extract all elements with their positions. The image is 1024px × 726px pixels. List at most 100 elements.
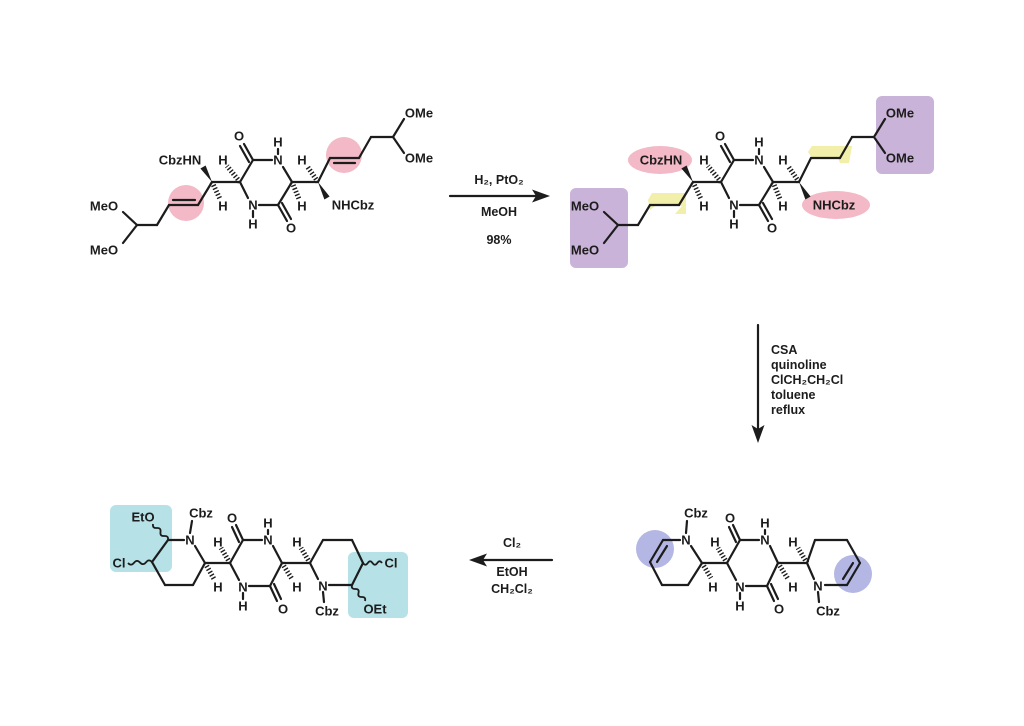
methoxy-label: OMe bbox=[886, 106, 914, 121]
nitrogen-label: N bbox=[318, 579, 327, 594]
methoxy-label: OMe bbox=[405, 151, 433, 166]
condition-label: reflux bbox=[771, 403, 805, 417]
nitrogen-label: N bbox=[813, 579, 822, 594]
hydrogen-label: H bbox=[729, 217, 738, 232]
carbamate-label: NHCbz bbox=[813, 198, 856, 213]
oxygen-label: O bbox=[227, 511, 237, 526]
hydrogen-label: H bbox=[297, 199, 306, 214]
hydrogen-label: H bbox=[263, 516, 272, 531]
enamine-highlight-left bbox=[636, 530, 674, 568]
chlorine-label: Cl bbox=[113, 556, 126, 571]
arrowhead-icon bbox=[532, 189, 550, 203]
methoxy-label: OMe bbox=[405, 106, 433, 121]
cbz-label: Cbz bbox=[315, 604, 339, 619]
condition-label: CSA bbox=[771, 343, 797, 357]
nitrogen-label: N bbox=[681, 533, 690, 548]
molecule-starting-diene: CbzHN H H O N H H H N H O NHCbz MeO MeO … bbox=[90, 106, 433, 258]
bonds bbox=[121, 117, 406, 245]
hydrogen-label: H bbox=[754, 135, 763, 150]
hydrogen-label: H bbox=[735, 599, 744, 614]
carbamate-label: CbzHN bbox=[159, 153, 202, 168]
hydrogen-label: H bbox=[218, 199, 227, 214]
nitrogen-label: N bbox=[238, 580, 247, 595]
wavy-bond bbox=[127, 559, 153, 566]
chloroether-highlight-right bbox=[348, 552, 408, 618]
oxygen-label: O bbox=[715, 129, 725, 144]
hydrogen-label: H bbox=[297, 153, 306, 168]
condition-label: toluene bbox=[771, 388, 815, 402]
methoxy-label: MeO bbox=[90, 243, 118, 258]
reagent-label: Cl₂ bbox=[503, 536, 521, 550]
wavy-bond bbox=[152, 523, 169, 541]
ethoxy-label: EtO bbox=[131, 510, 154, 525]
hydrogen-label: H bbox=[699, 153, 708, 168]
solvent-label: CH₂Cl₂ bbox=[491, 582, 533, 596]
cbz-label: Cbz bbox=[189, 506, 213, 521]
hydrogen-label: H bbox=[778, 199, 787, 214]
oxygen-label: O bbox=[725, 511, 735, 526]
nitrogen-label: N bbox=[263, 533, 272, 548]
bonds bbox=[602, 117, 887, 245]
arrowhead-icon bbox=[469, 553, 487, 567]
molecule-bis-acetal: CbzHN H H O N H H H N H O NHCbz MeO MeO … bbox=[571, 106, 914, 258]
acetal-highlight-left bbox=[570, 188, 628, 268]
ethoxy-label: OEt bbox=[363, 602, 387, 617]
nitrogen-label: N bbox=[273, 153, 282, 168]
carbamate-label: NHCbz bbox=[332, 198, 375, 213]
hydrogen-label: H bbox=[273, 135, 282, 150]
reagents-label: H₂, PtO₂ bbox=[474, 173, 523, 187]
acetal-highlight-right bbox=[876, 96, 934, 174]
yield-label: 98% bbox=[486, 233, 511, 247]
reaction-arrow-hydrogenation: H₂, PtO₂ MeOH 98% bbox=[448, 173, 550, 247]
methoxy-label: MeO bbox=[90, 199, 118, 214]
hydrogen-label: H bbox=[710, 535, 719, 550]
oxygen-label: O bbox=[774, 602, 784, 617]
hydrogen-label: H bbox=[788, 535, 797, 550]
hydrogen-label: H bbox=[708, 580, 717, 595]
hydrogen-label: H bbox=[213, 580, 222, 595]
hydrogen-label: H bbox=[213, 535, 222, 550]
oxygen-label: O bbox=[286, 221, 296, 236]
wavy-bond bbox=[362, 560, 383, 566]
highlights bbox=[110, 96, 934, 618]
cbz-label: Cbz bbox=[684, 506, 708, 521]
reaction-arrow-chlorination: Cl₂ EtOH CH₂Cl₂ bbox=[469, 536, 554, 596]
bonds bbox=[127, 519, 383, 604]
condition-label: ClCH₂CH₂Cl bbox=[771, 373, 843, 387]
solvent-label: EtOH bbox=[496, 565, 527, 579]
condition-label: quinoline bbox=[771, 358, 827, 372]
hydrogen-label: H bbox=[238, 599, 247, 614]
cbz-label: Cbz bbox=[816, 604, 840, 619]
alkyl-highlight-right bbox=[808, 146, 852, 163]
wavy-bond bbox=[350, 584, 367, 602]
alkene-highlight-left bbox=[168, 185, 204, 221]
hydrogen-label: H bbox=[788, 580, 797, 595]
nitrogen-label: N bbox=[248, 198, 257, 213]
carbamate-label: CbzHN bbox=[640, 153, 683, 168]
oxygen-label: O bbox=[278, 602, 288, 617]
arrowhead-icon bbox=[751, 425, 765, 443]
nitrogen-label: N bbox=[729, 198, 738, 213]
methoxy-label: OMe bbox=[886, 151, 914, 166]
hydrogen-label: H bbox=[292, 535, 301, 550]
bonds bbox=[648, 519, 862, 604]
hydrogen-label: H bbox=[778, 153, 787, 168]
methoxy-label: MeO bbox=[571, 243, 599, 258]
oxygen-label: O bbox=[234, 129, 244, 144]
alkene-highlight-right bbox=[326, 137, 362, 173]
molecule-bis-chloroether: EtO Cbz N Cl H H O N H H H N H O N Cbz C… bbox=[113, 506, 398, 619]
carbamate-highlight-left bbox=[628, 146, 692, 174]
chlorine-label: Cl bbox=[385, 556, 398, 571]
solvent-label: MeOH bbox=[481, 205, 517, 219]
nitrogen-label: N bbox=[754, 153, 763, 168]
molecule-bis-enecarbamate: Cbz N H H O N H H H N H O N Cbz bbox=[648, 506, 862, 619]
reaction-arrow-cyclization: CSA quinoline ClCH₂CH₂Cl toluene reflux bbox=[751, 323, 843, 443]
hydrogen-label: H bbox=[218, 153, 227, 168]
alkyl-highlight-left bbox=[648, 193, 686, 214]
nitrogen-label: N bbox=[760, 533, 769, 548]
hydrogen-label: H bbox=[292, 580, 301, 595]
oxygen-label: O bbox=[767, 221, 777, 236]
methoxy-label: MeO bbox=[571, 199, 599, 214]
